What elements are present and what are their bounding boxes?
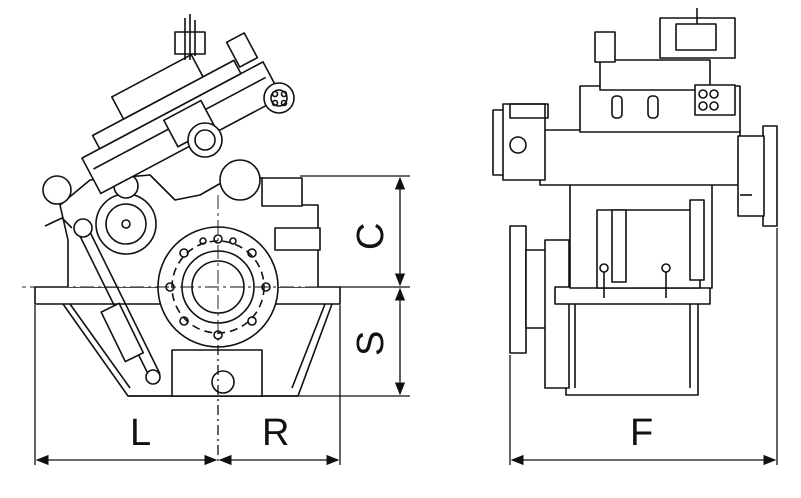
valve-body (187, 122, 223, 158)
mounting-flange (554, 286, 711, 305)
side-view (492, 8, 778, 396)
solenoid-connector (263, 82, 295, 114)
control-valve-block (81, 53, 283, 195)
dim-label-f: F (630, 412, 653, 454)
dimension-lines (22, 175, 778, 466)
control-rod (73, 218, 161, 385)
output-flange-side (509, 225, 527, 354)
drain-plug (211, 370, 235, 394)
input-flange (762, 125, 778, 227)
front-view (34, 14, 341, 397)
upper-housing (539, 129, 741, 186)
dim-label-s: S (350, 331, 392, 356)
dim-label-l: L (130, 412, 151, 454)
lower-case (565, 300, 699, 396)
dim-label-c: C (350, 223, 392, 250)
lifting-eye (42, 175, 72, 205)
dim-label-r: R (262, 412, 289, 454)
